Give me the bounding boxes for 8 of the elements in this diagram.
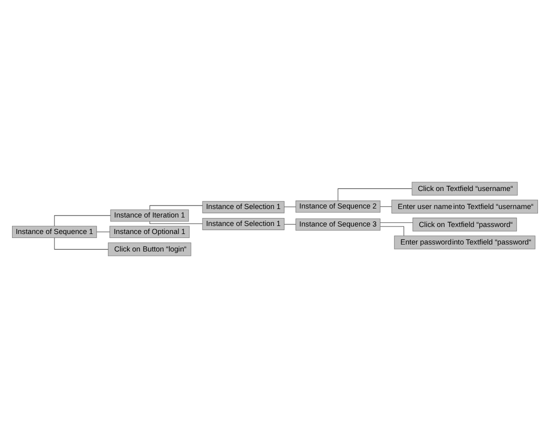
- connector: [380, 226, 404, 236]
- connector: [338, 188, 412, 201]
- connector: [96, 231, 110, 232]
- connector: [150, 204, 203, 210]
- connector: [54, 237, 108, 250]
- connector: [54, 214, 111, 226]
- connector: [150, 220, 203, 224]
- connector: [284, 206, 296, 207]
